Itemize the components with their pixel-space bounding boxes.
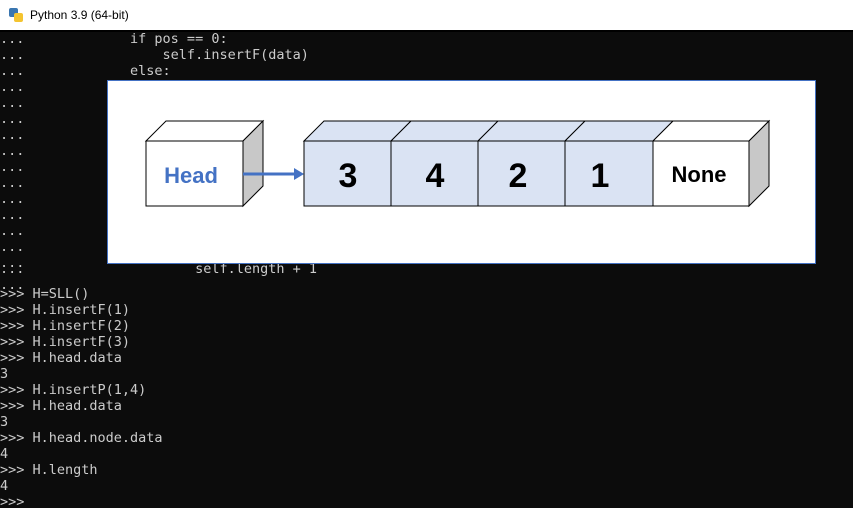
console-line: >>> H.insertF(2): [0, 318, 131, 334]
console-line: ...: [0, 277, 25, 293]
console-line: >>>: [0, 494, 25, 508]
console-line: 3: [0, 414, 9, 430]
node-value: 3: [339, 157, 358, 195]
node-value: 2: [509, 157, 528, 195]
pointer-arrow: [243, 168, 304, 180]
list-node: 3: [303, 140, 392, 207]
console-line: ...: [0, 207, 25, 223]
console-line: ...: [0, 111, 25, 127]
console-line: >>> H.head.data: [0, 350, 122, 366]
console-line: ...: [0, 255, 25, 271]
title-bar: Python 3.9 (64-bit): [0, 0, 853, 30]
console-line: ...: [0, 223, 25, 239]
python-icon: [8, 7, 24, 23]
console-line: ... self.length + 1: [0, 261, 317, 277]
console-line: ... if pos == 0:: [0, 32, 228, 47]
console-line: >>> H.head.data: [0, 398, 122, 414]
list-node: 1: [564, 140, 654, 207]
node-value: 4: [426, 157, 445, 195]
console-line: ...: [0, 191, 25, 207]
console-line: ...: [0, 79, 25, 95]
console-line: >>> H.insertF(1): [0, 302, 131, 318]
console-line: ...: [0, 95, 25, 111]
console-line: >>> H=SLL(): [0, 286, 90, 302]
console-line: >>> H.length: [0, 462, 98, 478]
console-line: ...: [0, 159, 25, 175]
linked-list-diagram: Head 3 4 2 1 Non: [107, 80, 816, 264]
window-title: Python 3.9 (64-bit): [30, 8, 129, 22]
console-line: ...: [0, 143, 25, 159]
console-line: >>> H.insertF(3): [0, 334, 131, 350]
head-block: Head: [144, 119, 265, 208]
head-label: Head: [164, 163, 218, 188]
list-node: 4: [390, 140, 479, 207]
console-line: ...: [0, 127, 25, 143]
console-line: ... else:: [0, 63, 171, 79]
console-line: ... self.insertF(data): [0, 47, 309, 63]
none-block: None: [652, 140, 750, 207]
console-line: >>> H.insertP(1,4): [0, 382, 147, 398]
console-line: ...: [0, 239, 25, 255]
list-node: 2: [477, 140, 566, 207]
console-line: 3: [0, 366, 9, 382]
none-label: None: [672, 162, 727, 187]
console-line: 4: [0, 446, 9, 462]
console-line: 4: [0, 478, 9, 494]
console-line: >>> H.head.node.data: [0, 430, 163, 446]
console-line: ...: [0, 175, 25, 191]
node-value: 1: [591, 157, 610, 195]
